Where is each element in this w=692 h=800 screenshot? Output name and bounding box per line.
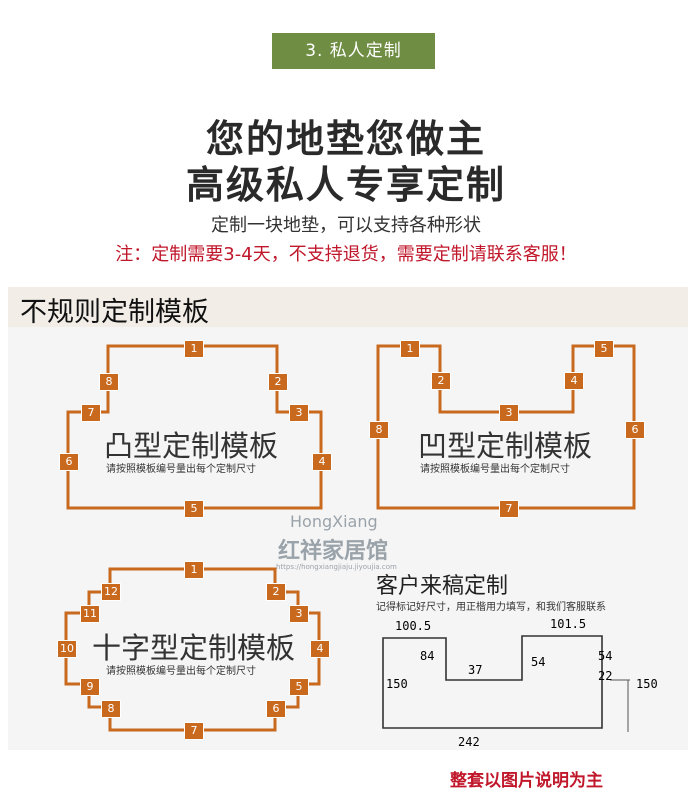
template-number-marker: 12 <box>101 583 121 601</box>
sketch-measure: 54 <box>531 655 545 669</box>
client-sketch-outline <box>382 635 603 729</box>
template-number-marker: 8 <box>99 373 119 391</box>
template-number-marker: 4 <box>310 640 330 658</box>
template-number-marker: 9 <box>80 678 100 696</box>
client-sketch-title: 客户来稿定制 <box>376 574 509 599</box>
template-number-marker: 6 <box>625 421 645 439</box>
sketch-measure: 100.5 <box>395 619 431 633</box>
subtitle: 定制一块地垫，可以支持各种形状 <box>211 215 481 236</box>
concave-template-hint: 请按照模板编号量出每个定制尺寸 <box>420 464 570 475</box>
template-number-marker: 2 <box>266 583 286 601</box>
watermark-brand-en: HongXiang <box>290 512 378 531</box>
headline-line-1: 您的地垫您做主 <box>205 117 486 161</box>
template-number-marker: 8 <box>101 700 121 718</box>
template-number-marker: 2 <box>268 373 288 391</box>
template-number-marker: 5 <box>184 500 204 518</box>
template-number-marker: 3 <box>289 605 309 623</box>
warning-notice: 注：定制需要3-4天，不支持退货，需要定制请联系客服！ <box>115 244 577 265</box>
template-number-marker: 4 <box>312 453 332 471</box>
templates-panel <box>8 287 688 750</box>
footer-note: 整套以图片说明为主 <box>450 771 603 791</box>
watermark-brand-cn: 红祥家居馆 <box>278 539 389 564</box>
template-number-marker: 7 <box>184 722 204 740</box>
sketch-measure: 37 <box>468 663 482 677</box>
section-badge: 3. 私人定制 <box>272 33 435 69</box>
sketch-measure: 242 <box>458 735 480 749</box>
headline-line-2: 高级私人专享定制 <box>185 163 506 207</box>
sketch-measure: 54 <box>598 649 612 663</box>
template-number-marker: 3 <box>499 404 519 422</box>
panel-header-bar <box>8 287 688 327</box>
client-sketch-note: 记得标记好尺寸，用正楷用力填写，和我们客服联系 <box>376 602 606 613</box>
template-number-marker: 10 <box>57 640 77 658</box>
concave-template-outline <box>376 344 636 510</box>
template-number-marker: 7 <box>81 404 101 422</box>
sketch-measure: 101.5 <box>550 617 586 631</box>
sketch-measure: 150 <box>636 677 658 691</box>
convex-template-title: 凸型定制模板 <box>104 429 279 463</box>
template-number-marker: 4 <box>564 372 584 390</box>
template-number-marker: 3 <box>289 404 309 422</box>
template-number-marker: 8 <box>369 421 389 439</box>
template-number-marker: 11 <box>80 605 100 623</box>
sketch-measure: 84 <box>420 649 434 663</box>
template-number-marker: 5 <box>289 678 309 696</box>
template-number-marker: 5 <box>594 340 614 358</box>
template-number-marker: 6 <box>59 453 79 471</box>
convex-template-hint: 请按照模板编号量出每个定制尺寸 <box>106 464 256 475</box>
template-number-marker: 1 <box>184 561 204 579</box>
concave-template-title: 凹型定制模板 <box>418 429 593 463</box>
template-number-marker: 2 <box>431 372 451 390</box>
section-title: 不规则定制模板 <box>20 297 209 328</box>
template-number-marker: 6 <box>266 700 286 718</box>
cross-template-title: 十字型定制模板 <box>92 631 296 665</box>
template-number-marker: 7 <box>499 500 519 518</box>
template-number-marker: 1 <box>400 340 420 358</box>
template-number-marker: 1 <box>184 340 204 358</box>
sketch-measure: 150 <box>386 677 408 691</box>
watermark-url: https://hongxiangjiaju.jiyoujia.com <box>276 563 397 571</box>
sketch-measure: 22 <box>598 669 612 683</box>
cross-template-hint: 请按照模板编号量出每个定制尺寸 <box>106 666 256 677</box>
